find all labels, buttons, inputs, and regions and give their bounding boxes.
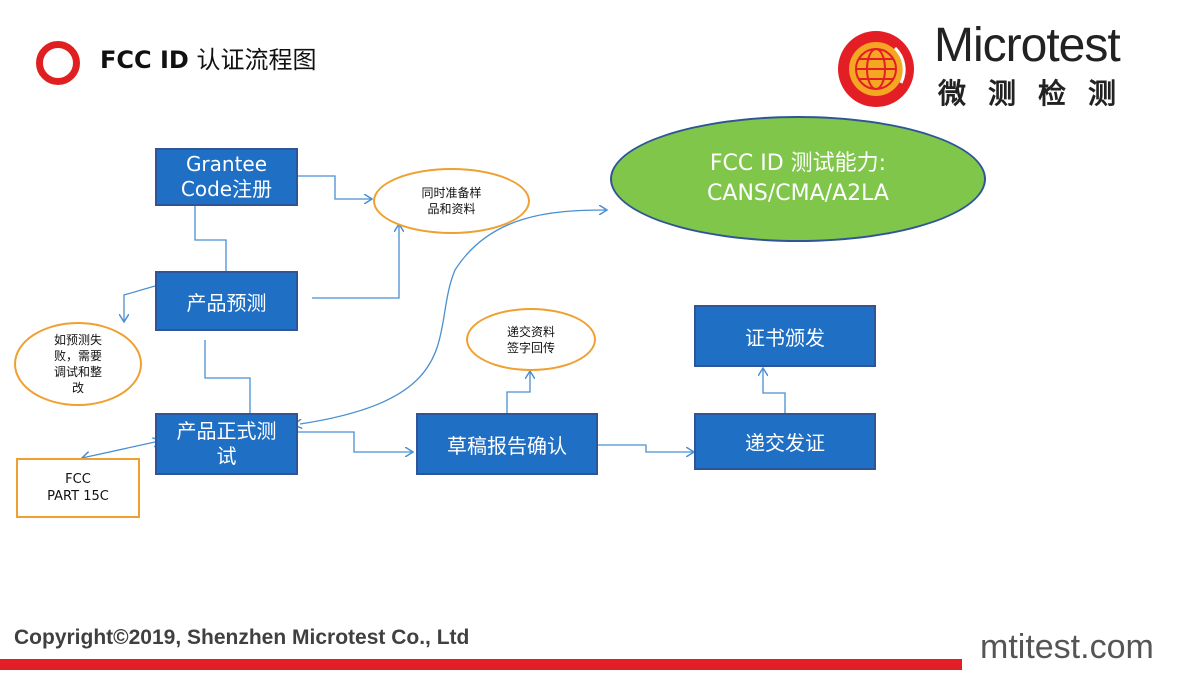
formal-test-node: 产品正式测 试 <box>155 413 298 475</box>
copyright-text: Copyright©2019, Shenzhen Microtest Co., … <box>14 626 470 649</box>
connector-formal-to-draft <box>298 431 413 452</box>
connector-formal-to-capability <box>300 210 607 424</box>
prepare-samples-oval: 同时准备样 品和资料 <box>373 168 530 234</box>
draft-report-node: 草稿报告确认 <box>416 413 598 475</box>
footer-accent-bar <box>0 659 962 670</box>
page-title-latin: FCC ID <box>100 46 189 74</box>
footer-site-name: mtitest.com <box>980 628 1154 666</box>
microtest-globe-logo-icon <box>838 31 914 107</box>
connector-grantee-to-prepare <box>298 175 372 199</box>
grantee-code-node: Grantee Code注册 <box>155 148 298 206</box>
connector-draft-to-submit-docs <box>506 371 530 413</box>
test-capability-oval: FCC ID 测试能力: CANS/CMA/A2LA <box>610 116 986 242</box>
logo-wordmark: Microtest <box>934 19 1121 72</box>
logo-chinese-name: 微测检测 <box>938 77 1139 110</box>
page-title-chinese: 认证流程图 <box>196 46 317 74</box>
connector-submit-to-issue <box>763 368 786 413</box>
pretest-node: 产品预测 <box>155 271 298 331</box>
connector-pretest-to-prepare <box>312 224 399 299</box>
fcc-part-box: FCC PART 15C <box>16 458 140 518</box>
cert-issue-node: 证书颁发 <box>694 305 876 367</box>
title-ring-icon <box>36 41 80 85</box>
pretest-fail-oval: 如预测失 败，需要 调试和整 改 <box>14 322 142 406</box>
connector-pretest-to-fail <box>124 285 156 322</box>
submit-docs-oval: 递交资料 签字回传 <box>466 308 596 371</box>
connector-grantee-to-pretest <box>194 206 227 271</box>
connector-draft-to-submit-cert <box>598 444 694 452</box>
page-title: FCC ID 认证流程图 <box>100 40 316 75</box>
submit-cert-node: 递交发证 <box>694 413 876 470</box>
connector-pretest-to-formal <box>204 340 251 413</box>
connector-formal-to-fcc-part <box>82 442 155 458</box>
